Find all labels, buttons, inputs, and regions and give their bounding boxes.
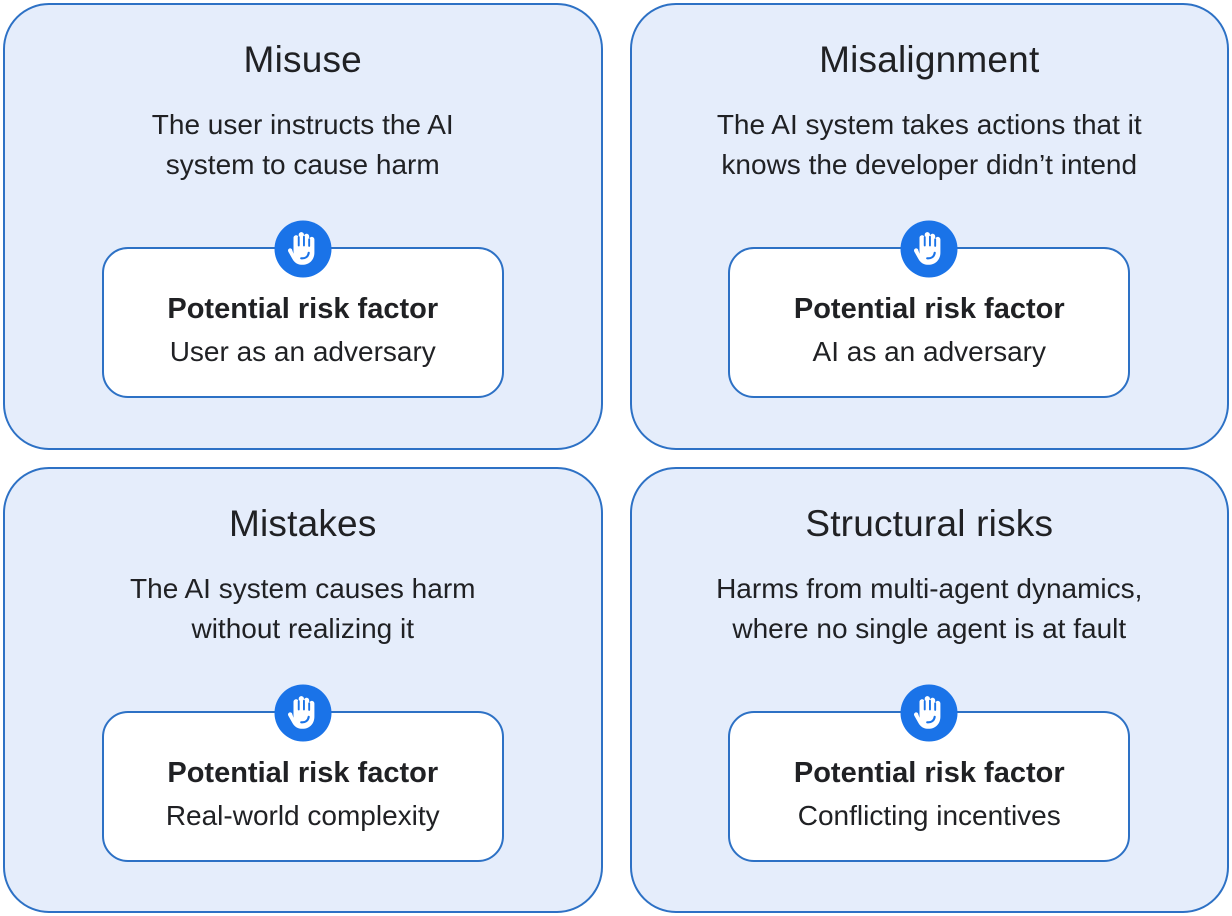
raised-hand-icon [274,220,332,278]
risk-card-structural-risks: Structural risks Harms from multi-agent … [629,466,1229,913]
raised-hand-icon [274,684,332,742]
card-description: The AI system causes harm without realiz… [130,572,476,644]
card-title: Misuse [243,39,362,80]
card-description: Harms from multi-agent dynamics, where n… [716,572,1143,644]
risk-factor-box: Potential risk factor AI as an adversary [728,220,1131,399]
risk-card-mistakes: Mistakes The AI system causes harm witho… [3,466,603,913]
risk-factor-box: Potential risk factor User as an adversa… [101,220,504,399]
risk-factor-value: Real-world complexity [165,799,440,831]
risk-factor-box: Potential risk factor Conflicting incent… [728,684,1131,862]
risk-factor-value: User as an adversary [169,336,436,367]
risk-factor-box: Potential risk factor Real-world complex… [101,684,504,862]
risk-factor-label: Potential risk factor [167,293,439,326]
risk-factor-label: Potential risk factor [167,756,439,789]
raised-hand-icon [900,684,958,742]
card-description: The user instructs the AI system to caus… [151,109,454,181]
card-title: Mistakes [228,502,377,544]
risk-factor-label: Potential risk factor [793,756,1065,789]
risk-factor-value: Conflicting incentives [797,799,1061,831]
risk-card-misalignment: Misalignment The AI system takes actions… [629,3,1229,450]
card-title: Misalignment [819,39,1040,80]
raised-hand-icon [900,220,958,278]
card-title: Structural risks [805,502,1054,544]
risk-factor-value: AI as an adversary [812,336,1046,367]
risk-factor-label: Potential risk factor [793,293,1065,326]
risk-card-misuse: Misuse The user instructs the AI system … [3,3,603,450]
card-description: The AI system takes actions that it know… [716,109,1142,181]
